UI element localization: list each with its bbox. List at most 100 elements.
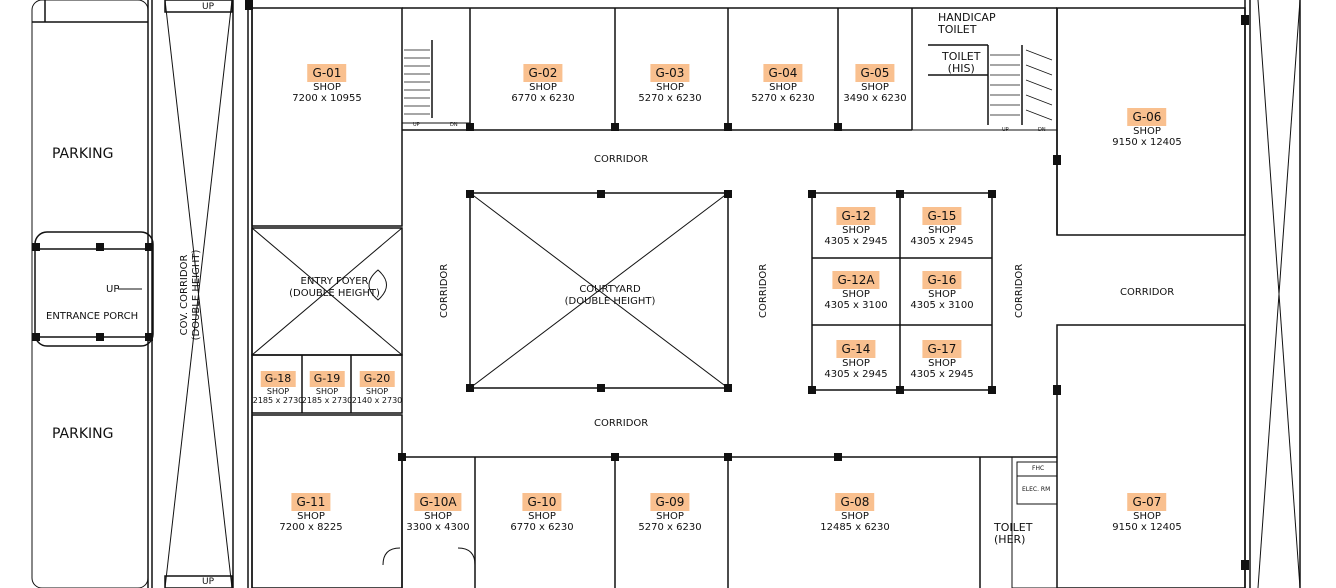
shop-dimensions: 4305 x 2945 bbox=[824, 369, 888, 380]
shop-type: SHOP bbox=[656, 82, 684, 93]
shop-type: SHOP bbox=[656, 511, 684, 522]
shop-dimensions: 3490 x 6230 bbox=[843, 93, 907, 104]
stair-up-left: UP bbox=[413, 122, 420, 128]
shop-code-badge: G-03 bbox=[650, 64, 690, 82]
shop-dimensions: 4305 x 3100 bbox=[824, 300, 888, 311]
shop-code-badge: G-11 bbox=[291, 493, 331, 511]
courtyard-text: COURTYARD bbox=[579, 284, 641, 295]
elec-room-label: ELEC. RM bbox=[1022, 486, 1051, 493]
corridor-bottom-label: CORRIDOR bbox=[594, 418, 649, 429]
toilet-her-label: TOILET(HER) bbox=[994, 522, 1032, 546]
shop-type: SHOP bbox=[769, 82, 797, 93]
shop-dimensions: 4305 x 2945 bbox=[910, 369, 974, 380]
shop-type: SHOP bbox=[315, 387, 339, 396]
shop-type: SHOP bbox=[842, 289, 870, 300]
shop-code-badge: G-06 bbox=[1127, 108, 1167, 126]
shop-dimensions: 6770 x 6230 bbox=[510, 522, 574, 533]
stair-up-right: UP bbox=[1002, 127, 1009, 133]
shop-type: SHOP bbox=[928, 289, 956, 300]
shop-code-badge: G-01 bbox=[307, 64, 347, 82]
fhc-label: FHC bbox=[1032, 465, 1045, 472]
toilet-her-text: TOILET bbox=[994, 521, 1033, 534]
up-top-label: UP bbox=[202, 2, 215, 12]
shop-type: SHOP bbox=[529, 82, 557, 93]
shop-code-badge: G-08 bbox=[835, 493, 875, 511]
shop-code-badge: G-04 bbox=[763, 64, 803, 82]
corridor-mid-label: CORRIDOR bbox=[758, 263, 769, 318]
cov-corridor-label: COV. CORRIDOR(DOUBLE HEIGHT) bbox=[179, 240, 203, 350]
shop-type: SHOP bbox=[928, 358, 956, 369]
cov-corridor-sub: (DOUBLE HEIGHT) bbox=[191, 249, 202, 341]
toilet-her-sub: (HER) bbox=[994, 533, 1026, 546]
shop-code-badge: G-12 bbox=[836, 207, 876, 225]
shop-type: SHOP bbox=[861, 82, 889, 93]
shop-dimensions: 4305 x 3100 bbox=[910, 300, 974, 311]
shop-type: SHOP bbox=[841, 511, 869, 522]
shop-dimensions: 5270 x 6230 bbox=[751, 93, 815, 104]
shop-type: SHOP bbox=[1133, 511, 1161, 522]
shop-dimensions: 9150 x 12405 bbox=[1112, 522, 1182, 533]
shop-code-badge: G-15 bbox=[922, 207, 962, 225]
shop-dimensions: 5270 x 6230 bbox=[638, 522, 702, 533]
entry-foyer-label: ENTRY FOYER(DOUBLE HEIGHT) bbox=[282, 276, 387, 300]
shop-type: SHOP bbox=[266, 387, 290, 396]
shop-type: SHOP bbox=[528, 511, 556, 522]
shop-code-badge: G-09 bbox=[650, 493, 690, 511]
courtyard-sub: (DOUBLE HEIGHT) bbox=[564, 296, 656, 307]
shop-code-badge: G-02 bbox=[523, 64, 563, 82]
shop-code-badge: G-19 bbox=[309, 371, 345, 387]
shop-code-badge: G-17 bbox=[922, 340, 962, 358]
shop-type: SHOP bbox=[842, 358, 870, 369]
up-bottom-label: UP bbox=[202, 577, 215, 587]
shop-code-badge: G-07 bbox=[1127, 493, 1167, 511]
shop-code-badge: G-14 bbox=[836, 340, 876, 358]
shop-type: SHOP bbox=[1133, 126, 1161, 137]
shop-code-badge: G-12A bbox=[832, 271, 880, 289]
stair-dn-right: DN bbox=[1038, 127, 1046, 133]
shop-code-badge: G-20 bbox=[359, 371, 395, 387]
shop-type: SHOP bbox=[365, 387, 389, 396]
shop-code-badge: G-16 bbox=[922, 271, 962, 289]
entrance-porch-label: ENTRANCE PORCH bbox=[46, 311, 139, 322]
toilet-his-sub: (HIS) bbox=[947, 62, 975, 75]
shop-dimensions: 3300 x 4300 bbox=[406, 522, 470, 533]
toilet-his-label: TOILET(HIS) bbox=[942, 51, 980, 75]
entry-foyer-sub: (DOUBLE HEIGHT) bbox=[289, 288, 380, 299]
corridor-top-label: CORRIDOR bbox=[594, 154, 649, 165]
shop-dimensions: 2185 x 2730 bbox=[301, 396, 353, 405]
corridor-left-label: CORRIDOR bbox=[439, 263, 450, 318]
entry-foyer-text: ENTRY FOYER bbox=[300, 276, 369, 287]
courtyard-label: COURTYARD(DOUBLE HEIGHT) bbox=[560, 284, 660, 308]
porch-up-label: UP bbox=[106, 284, 120, 295]
handicap-toilet-text: HANDICAP bbox=[938, 11, 996, 24]
shop-code-badge: G-10 bbox=[522, 493, 562, 511]
corridor-east-label: CORRIDOR bbox=[1120, 287, 1175, 298]
shop-type: SHOP bbox=[424, 511, 452, 522]
shop-type: SHOP bbox=[842, 225, 870, 236]
shop-type: SHOP bbox=[928, 225, 956, 236]
parking-bottom-label: PARKING bbox=[52, 426, 114, 442]
shop-type: SHOP bbox=[313, 82, 341, 93]
shop-dimensions: 4305 x 2945 bbox=[824, 236, 888, 247]
